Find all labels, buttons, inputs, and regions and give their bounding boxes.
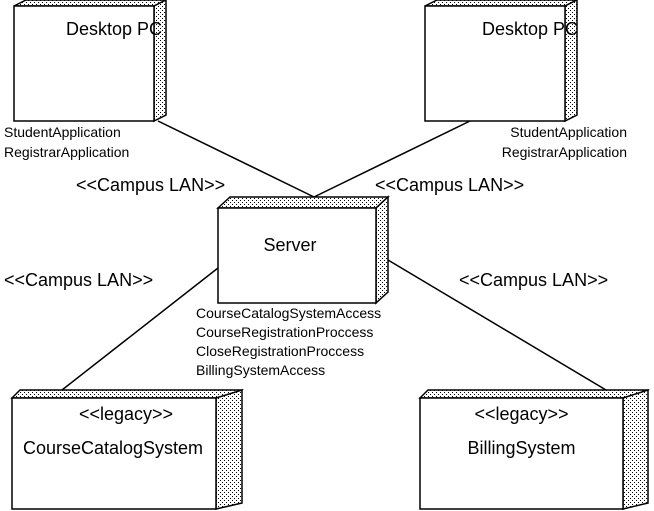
desktop-right-artifacts: StudentApplication RegistrarApplication	[440, 122, 627, 162]
node-billing-system[interactable]	[418, 388, 650, 510]
link-label-bottom-left: <<Campus LAN>>	[4, 270, 154, 290]
artifact-close-registration-process: CloseRegistrationProccess	[196, 343, 365, 359]
artifact-billing-system-access: BillingSystemAccess	[196, 362, 326, 378]
course-catalog-stereotype: <<legacy>>	[78, 404, 174, 424]
artifact-student-application: StudentApplication	[4, 124, 121, 140]
artifact-registrar-application: RegistrarApplication	[4, 144, 130, 160]
node-desktop-pc-left[interactable]	[13, 0, 412, 123]
artifact-registrar-application: RegistrarApplication	[501, 144, 627, 160]
billing-title: BillingSystem	[467, 438, 576, 458]
desktop-left-title: Desktop PC	[65, 19, 163, 39]
artifact-student-application: StudentApplication	[510, 124, 627, 140]
link-desktop-left-server	[157, 120, 315, 198]
billing-stereotype: <<legacy>>	[474, 404, 569, 424]
course-catalog-title: CourseCatalogSystem	[22, 438, 204, 458]
node-desktop-pc-right[interactable]	[424, 0, 578, 123]
node-server[interactable]	[216, 195, 390, 305]
link-server-course-catalog	[61, 267, 219, 391]
link-server-billing	[387, 259, 607, 391]
node-course-catalog-system[interactable]	[10, 388, 244, 510]
server-artifacts: CourseCatalogSystemAccess CourseRegistra…	[196, 304, 381, 380]
link-label-top-left: <<Campus LAN>>	[76, 175, 226, 195]
desktop-left-artifacts: StudentApplication RegistrarApplication	[4, 122, 129, 162]
desktop-right-title: Desktop PC	[481, 19, 579, 39]
link-desktop-right-server	[313, 120, 471, 198]
link-label-top-right: <<Campus LAN>>	[375, 175, 525, 195]
artifact-course-catalog-system-access: CourseCatalogSystemAccess	[196, 305, 382, 321]
artifact-course-registration-process: CourseRegistrationProccess	[196, 324, 374, 340]
server-title: Server	[263, 235, 317, 255]
link-label-bottom-right: <<Campus LAN>>	[459, 270, 609, 290]
